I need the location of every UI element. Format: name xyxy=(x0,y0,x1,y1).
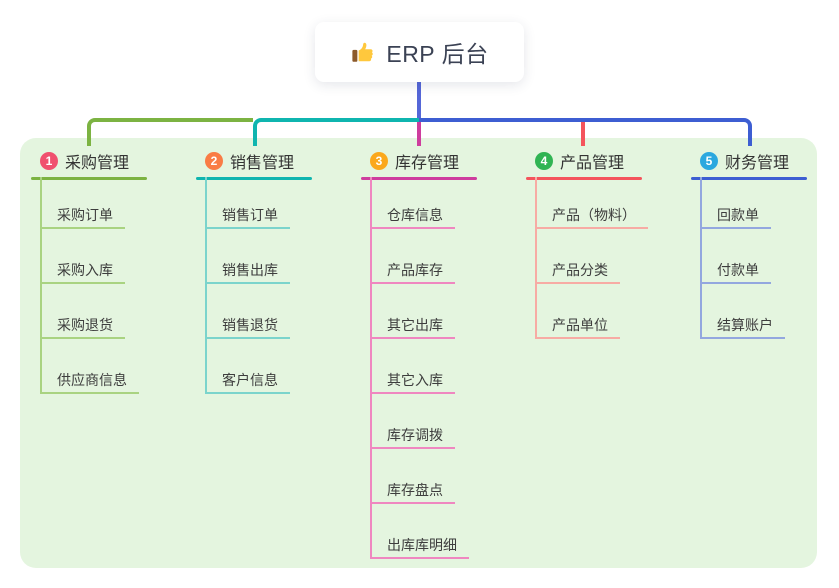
child-node: 采购退货 xyxy=(40,313,125,339)
child-node: 库存调拨 xyxy=(370,423,455,449)
branch-number-badge: 5 xyxy=(700,151,718,170)
branch-label: 采购管理 xyxy=(65,154,130,172)
branch-node: 5 财务管理 xyxy=(700,147,789,174)
branch-underline xyxy=(196,177,312,180)
child-connector-line xyxy=(205,177,207,394)
connector-elbow-sales xyxy=(253,118,419,146)
child-node: 付款单 xyxy=(700,258,771,284)
connector-elbow-finance xyxy=(419,118,752,146)
branch-underline xyxy=(361,177,477,180)
child-node: 出库库明细 xyxy=(370,533,469,559)
branch-number-badge: 1 xyxy=(40,151,58,170)
root-connector-line xyxy=(417,82,421,122)
child-node: 销售退货 xyxy=(205,313,290,339)
child-connector-line xyxy=(535,177,537,339)
connector-elbow-purchase xyxy=(87,118,253,146)
child-node: 结算账户 xyxy=(700,313,785,339)
branch-node: 2 销售管理 xyxy=(205,147,294,174)
branch-underline xyxy=(526,177,642,180)
branch-node: 4 产品管理 xyxy=(535,147,624,174)
child-connector-line xyxy=(40,177,42,394)
child-node: 库存盘点 xyxy=(370,478,455,504)
child-connector-line xyxy=(700,177,702,339)
child-node: 客户信息 xyxy=(205,368,290,394)
child-node: 采购订单 xyxy=(40,203,125,229)
root-node-label: ERP 后台 xyxy=(386,41,489,67)
branch-underline xyxy=(691,177,807,180)
branch-node: 1 采购管理 xyxy=(40,147,129,174)
child-node: 回款单 xyxy=(700,203,771,229)
child-node: 销售订单 xyxy=(205,203,290,229)
child-node: 供应商信息 xyxy=(40,368,139,394)
branch-label: 销售管理 xyxy=(230,154,295,172)
branch-underline xyxy=(31,177,147,180)
child-node: 其它出库 xyxy=(370,313,455,339)
branch-label: 产品管理 xyxy=(560,154,625,172)
thumbs-up-icon xyxy=(350,39,376,65)
child-node: 产品库存 xyxy=(370,258,455,284)
branch-node: 3 库存管理 xyxy=(370,147,459,174)
connector-drop-product xyxy=(581,122,585,146)
child-node: 产品（物料） xyxy=(535,203,648,229)
child-connector-line xyxy=(370,177,372,559)
branch-label: 库存管理 xyxy=(395,154,460,172)
connector-drop-inventory xyxy=(417,122,421,146)
mindmap-panel xyxy=(20,138,817,568)
child-node: 采购入库 xyxy=(40,258,125,284)
child-node: 其它入库 xyxy=(370,368,455,394)
root-node: ERP 后台 xyxy=(315,22,524,82)
child-node: 销售出库 xyxy=(205,258,290,284)
child-node: 产品分类 xyxy=(535,258,620,284)
branch-number-badge: 4 xyxy=(535,151,553,170)
branch-number-badge: 2 xyxy=(205,151,223,170)
branch-label: 财务管理 xyxy=(725,154,790,172)
child-node: 仓库信息 xyxy=(370,203,455,229)
branch-number-badge: 3 xyxy=(370,151,388,170)
child-node: 产品单位 xyxy=(535,313,620,339)
